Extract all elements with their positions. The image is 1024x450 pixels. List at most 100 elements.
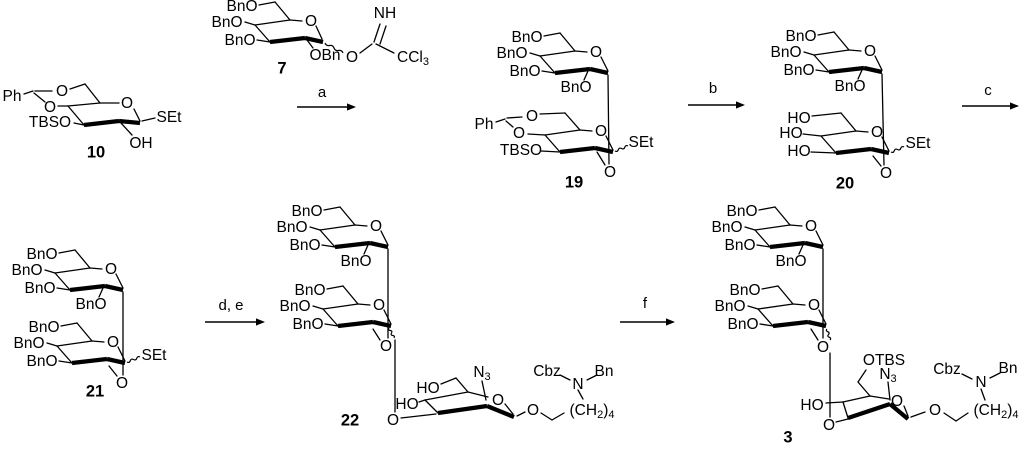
bond-bold xyxy=(337,319,374,329)
bond-wavy xyxy=(324,42,344,54)
bond-bold xyxy=(106,356,126,366)
bond xyxy=(309,226,321,231)
bond xyxy=(46,342,58,347)
atom-label: BnO xyxy=(13,335,44,352)
atom-label: N xyxy=(975,374,986,391)
atom-label: O xyxy=(590,44,602,61)
atom-label: TBSO xyxy=(29,114,71,131)
atom-label: OH xyxy=(129,135,152,152)
bond xyxy=(539,55,556,74)
atom-label: HO xyxy=(779,125,802,142)
bond-bold xyxy=(69,283,106,293)
bond xyxy=(505,120,514,128)
atom-label: BnO xyxy=(496,45,527,62)
atom-label: TBSO xyxy=(500,142,542,159)
bond xyxy=(574,50,588,53)
atom-label: BnO xyxy=(26,353,57,370)
bond xyxy=(833,31,850,51)
bond xyxy=(857,381,871,397)
bond xyxy=(855,130,869,133)
bond xyxy=(559,374,571,381)
atom-label: HO xyxy=(787,110,810,127)
atom-label: BnO xyxy=(276,219,307,236)
bond xyxy=(321,244,336,248)
atom-label: N3 xyxy=(473,364,490,383)
atom-label: Ph xyxy=(475,116,494,133)
bond xyxy=(440,377,457,385)
atom-label: BnO xyxy=(294,282,325,299)
reaction-arrow-f: f xyxy=(620,295,675,326)
bond xyxy=(857,69,863,80)
bond xyxy=(813,54,830,73)
bond xyxy=(835,418,849,423)
compound-number-22: 22 xyxy=(341,411,359,429)
atom-label: O xyxy=(527,402,539,419)
bond-bold xyxy=(118,118,141,126)
compound-22: BnOBnOBnOOBnOBnOBnOBnOOOHOHON3OOOCbzNBn(… xyxy=(276,203,614,429)
bond xyxy=(60,322,78,327)
bond xyxy=(58,249,76,254)
bond xyxy=(540,412,553,421)
bond-bold xyxy=(594,145,614,155)
bond-bold xyxy=(437,403,488,416)
bond-bold xyxy=(835,146,872,156)
bond xyxy=(323,206,341,211)
atom-label: O xyxy=(823,417,835,434)
bond xyxy=(115,273,124,289)
bond xyxy=(596,151,606,166)
arrow-label: c xyxy=(984,82,992,99)
bond xyxy=(757,303,794,310)
bond-bold xyxy=(559,145,596,155)
atom-label: BnO xyxy=(511,29,542,46)
bond xyxy=(258,1,276,6)
bond-wavy xyxy=(825,328,832,341)
atom-label: O xyxy=(595,123,607,140)
bond xyxy=(495,118,506,123)
bond-bold xyxy=(807,319,827,329)
atom-label: BnO xyxy=(770,44,801,61)
bond xyxy=(254,19,291,26)
bond xyxy=(539,112,566,115)
bond xyxy=(54,267,91,274)
bond xyxy=(319,224,356,231)
compound-number-7: 7 xyxy=(277,59,286,77)
bond xyxy=(961,373,973,380)
bond xyxy=(803,51,815,56)
bond xyxy=(792,303,806,306)
bond-bold xyxy=(71,356,108,366)
bond xyxy=(383,309,392,325)
bond xyxy=(254,24,271,43)
atom-label: N3 xyxy=(879,366,896,385)
bond xyxy=(373,23,381,43)
arrow-label: b xyxy=(709,80,717,97)
bond-bold xyxy=(888,402,910,421)
atom-label: BnO xyxy=(28,319,59,336)
bond xyxy=(874,55,883,71)
bond xyxy=(872,155,882,167)
bond-bold xyxy=(104,283,124,293)
bond xyxy=(324,323,339,327)
atom-label: HO xyxy=(416,380,439,397)
bond xyxy=(903,405,909,417)
bond xyxy=(811,112,842,117)
bond xyxy=(789,224,803,227)
atom-label: O xyxy=(116,375,128,392)
bond xyxy=(91,340,105,343)
atom-label: NH xyxy=(374,5,396,22)
bond-bold xyxy=(369,240,389,250)
bond xyxy=(357,303,371,306)
reaction-arrow-c: c xyxy=(962,82,1019,110)
bond xyxy=(73,122,85,126)
bond-bold xyxy=(304,35,324,45)
atom-label: O xyxy=(305,13,317,30)
atom-label: BnO xyxy=(714,298,745,315)
bond xyxy=(67,105,85,126)
bond xyxy=(802,133,822,137)
bond xyxy=(759,323,774,327)
atom-label: Cbz xyxy=(933,361,961,378)
atom-label: BnO xyxy=(289,237,320,254)
bond xyxy=(98,287,104,298)
bond xyxy=(354,224,368,227)
